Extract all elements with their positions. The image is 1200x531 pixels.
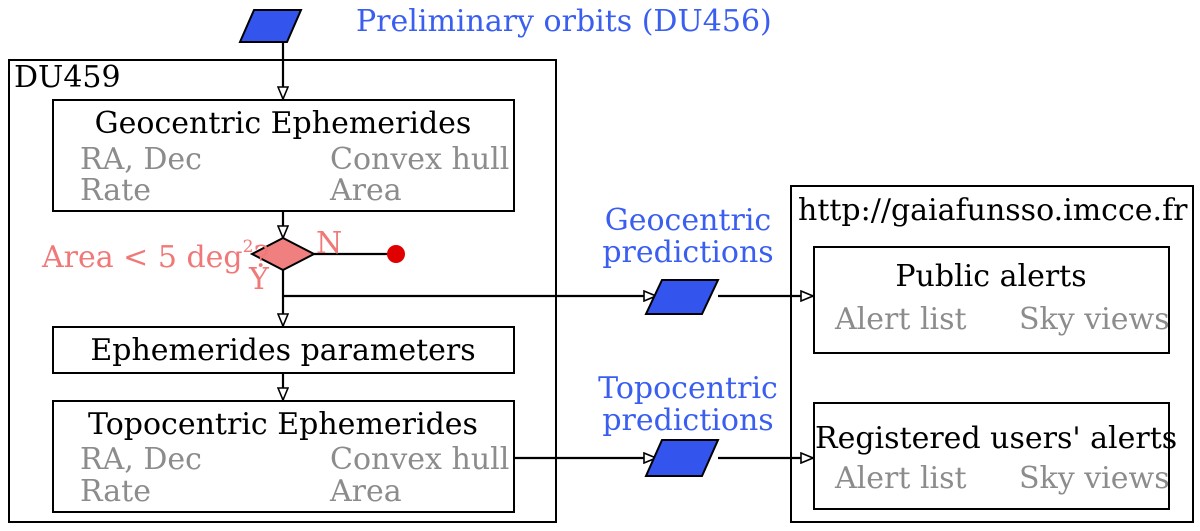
public-sky-views: Sky views xyxy=(1019,302,1170,337)
registered-sky-views: Sky views xyxy=(1019,461,1170,496)
du459-title: DU459 xyxy=(14,60,121,95)
registered-alert-list: Alert list xyxy=(835,461,967,496)
public-alert-list: Alert list xyxy=(835,302,967,337)
ephemerides-parameters-box: Ephemerides parameters xyxy=(52,326,515,374)
geocentric-ephemerides-title: Geocentric Ephemerides xyxy=(94,106,472,141)
geo-predictions-label-1: Geocentric xyxy=(604,203,772,238)
decision-question: Area < 5 deg2? xyxy=(42,237,270,275)
public-alerts-box: Public alerts Alert list Sky views xyxy=(813,246,1170,354)
topo-predictions-data-shape xyxy=(644,439,720,477)
registered-alerts-title: Registered users' alerts xyxy=(815,421,1178,456)
decision-yes-label: Y xyxy=(249,262,269,297)
topocentric-ephemerides-title: Topocentric Ephemerides xyxy=(88,407,478,442)
topocentric-field-convexhull: Convex hull xyxy=(330,442,510,477)
input-label: Preliminary orbits (DU456) xyxy=(356,4,772,39)
website-container xyxy=(790,185,1194,523)
topocentric-ephemerides-box: Topocentric Ephemerides RA, Dec Convex h… xyxy=(52,400,515,513)
geocentric-field-rate: Rate xyxy=(80,173,151,208)
topocentric-field-area: Area xyxy=(330,474,402,509)
decision-no-label: N xyxy=(316,226,343,261)
ephemerides-parameters-title: Ephemerides parameters xyxy=(90,333,476,368)
geocentric-field-radec: RA, Dec xyxy=(80,142,202,177)
topo-predictions-label-2: predictions xyxy=(602,403,774,438)
public-alerts-title: Public alerts xyxy=(895,259,1087,294)
terminal-dot xyxy=(387,245,405,263)
registered-alerts-box: Registered users' alerts Alert list Sky … xyxy=(813,402,1178,510)
input-data-shape xyxy=(238,9,303,43)
geocentric-field-area: Area xyxy=(330,173,402,208)
decision-diamond xyxy=(249,236,317,272)
topocentric-field-rate: Rate xyxy=(80,474,151,509)
topocentric-field-radec: RA, Dec xyxy=(80,442,202,477)
website-url[interactable]: http://gaiafunsso.imcce.fr xyxy=(798,193,1188,228)
geo-predictions-data-shape xyxy=(644,279,720,315)
du459-container xyxy=(8,59,557,523)
topo-predictions-label-1: Topocentric xyxy=(598,371,778,406)
geocentric-ephemerides-box: Geocentric Ephemerides RA, Dec Convex hu… xyxy=(52,99,515,212)
geo-predictions-label-2: predictions xyxy=(602,235,774,270)
geocentric-field-convexhull: Convex hull xyxy=(330,142,510,177)
